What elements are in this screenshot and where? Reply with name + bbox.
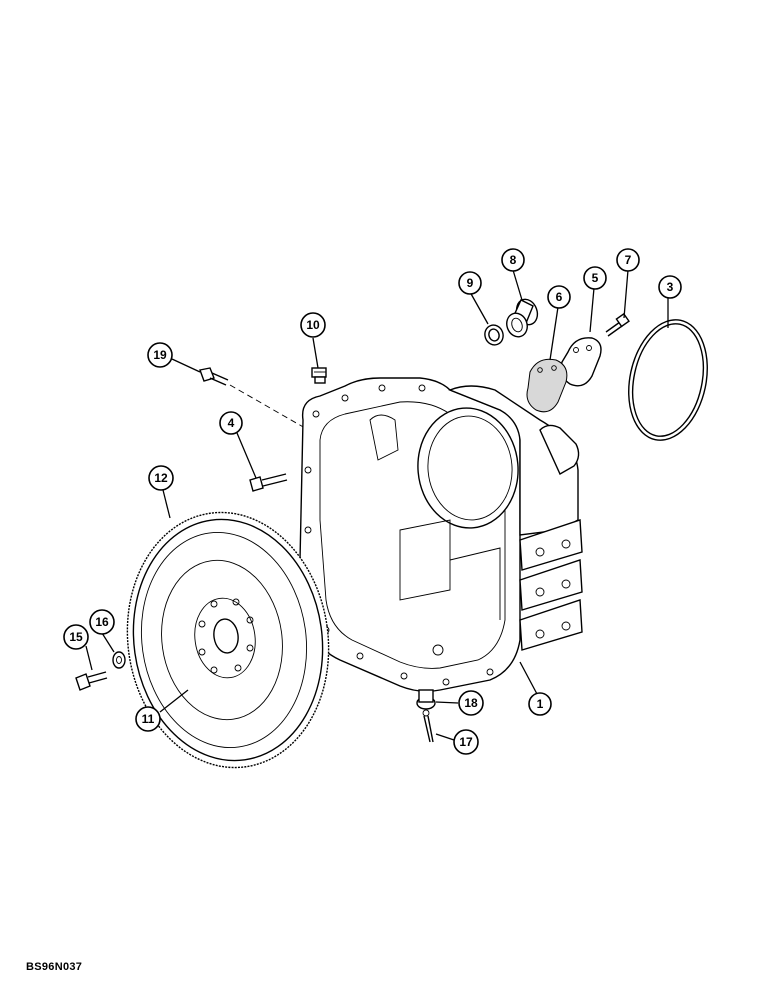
callout-1-label: 1 (537, 697, 544, 711)
housing-plug (311, 367, 327, 384)
callout-7-label: 7 (625, 253, 632, 267)
bushing-sleeve (506, 298, 539, 338)
flywheel-housing (299, 377, 583, 693)
housing-bolt-long (199, 367, 306, 429)
housing-bolt (249, 473, 288, 492)
drain-plug (416, 689, 436, 710)
callout-8-label: 8 (510, 253, 517, 267)
callout-19-label: 19 (153, 348, 167, 362)
o-ring-seal (628, 319, 708, 441)
callout-16: 16 (89, 609, 115, 635)
cotter-pin (422, 709, 434, 743)
callout-16-label: 16 (95, 615, 109, 629)
callout-3: 3 (658, 275, 682, 299)
callout-17-label: 17 (459, 735, 473, 749)
callout-10: 10 (300, 312, 326, 338)
callout-1: 1 (528, 692, 552, 716)
callout-18-label: 18 (464, 696, 478, 710)
callout-8: 8 (501, 248, 525, 272)
callout-11: 11 (135, 706, 161, 732)
flywheel-bolt (75, 671, 108, 691)
callout-5-label: 5 (592, 271, 599, 285)
callout-9-label: 9 (467, 276, 474, 290)
cover-gasket (526, 358, 568, 413)
callout-10-label: 10 (306, 318, 320, 332)
flywheel (126, 511, 330, 769)
callout-7: 7 (616, 248, 640, 272)
leader-lines (85, 269, 669, 741)
callout-12: 12 (148, 465, 174, 491)
callout-3-label: 3 (667, 280, 674, 294)
callout-11-label: 11 (142, 712, 155, 726)
callout-9: 9 (458, 271, 482, 295)
callout-6: 6 (547, 285, 571, 309)
cover-cap-screw (605, 312, 630, 337)
callout-4-label: 4 (228, 416, 235, 430)
seal-ring (484, 324, 504, 346)
callout-17: 17 (453, 729, 479, 755)
callout-5: 5 (583, 266, 607, 290)
callout-6-label: 6 (556, 290, 563, 304)
callout-15-label: 15 (69, 630, 83, 644)
flywheel-washer (112, 651, 126, 669)
callout-18: 18 (458, 690, 484, 716)
callout-4: 4 (219, 411, 243, 435)
figure-reference-code: BS96N037 (26, 961, 83, 973)
callout-19: 19 (147, 342, 173, 368)
callout-15: 15 (63, 624, 89, 650)
callout-12-label: 12 (154, 471, 168, 485)
